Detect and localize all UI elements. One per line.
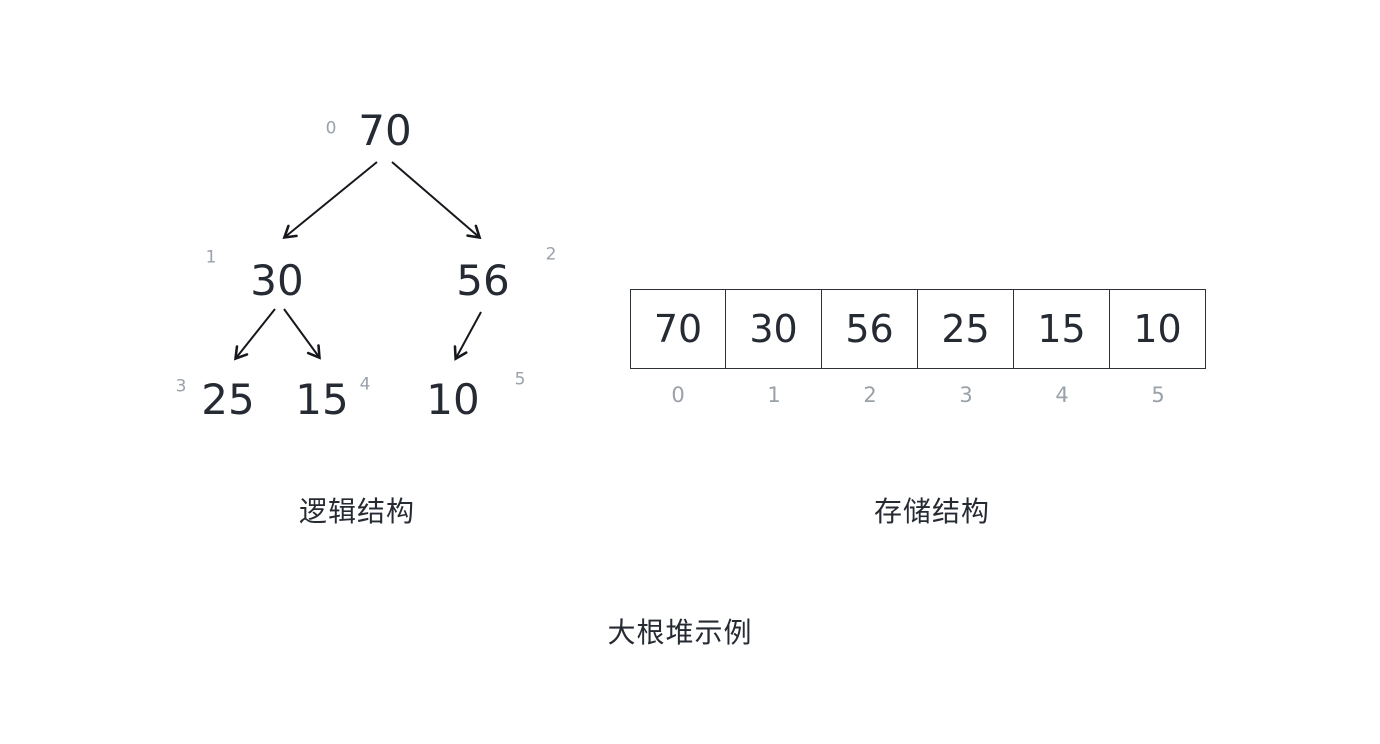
array-cell-3: 25 xyxy=(918,289,1014,369)
tree-edge-30-15 xyxy=(283,308,321,360)
array-cell-4: 15 xyxy=(1014,289,1110,369)
tree-node-3-index: 3 xyxy=(175,376,187,397)
tree-edge-70-56 xyxy=(391,161,482,240)
array-cell-1: 30 xyxy=(726,289,822,369)
tree-node-1-index: 1 xyxy=(205,247,217,268)
tree-node-2-index: 2 xyxy=(545,244,557,265)
array-cell-2: 56 xyxy=(822,289,918,369)
tree-node-5-index: 5 xyxy=(514,369,526,390)
tree-node-4-index: 4 xyxy=(359,374,371,395)
array-index-row: 0 1 2 3 4 5 xyxy=(630,383,1206,407)
array-cell-5-index: 5 xyxy=(1151,383,1165,407)
tree-node-5: 10 xyxy=(426,375,480,424)
tree-edge-56-10 xyxy=(453,311,482,361)
tree-node-1: 30 xyxy=(250,256,304,305)
diagram-title: 大根堆示例 xyxy=(607,616,753,649)
tree-edge-70-30 xyxy=(282,161,378,240)
array-cell-4-index: 4 xyxy=(1055,383,1069,407)
array-cell-5: 10 xyxy=(1110,289,1206,369)
array-cell-3-index: 3 xyxy=(959,383,973,407)
tree-section-label: 逻辑结构 xyxy=(298,495,416,528)
tree-node-0: 70 xyxy=(358,106,412,155)
tree-node-0-index: 0 xyxy=(325,118,337,139)
tree-edge-30-25 xyxy=(233,308,276,361)
array-cell-0-index: 0 xyxy=(671,383,685,407)
tree-node-2: 56 xyxy=(456,256,510,305)
array-section-label: 存储结构 xyxy=(873,495,991,528)
tree-node-3: 25 xyxy=(201,375,255,424)
array-cell-2-index: 2 xyxy=(863,383,877,407)
array-cell-0: 70 xyxy=(630,289,726,369)
array-structure: 70 30 56 25 15 10 0 1 2 3 4 5 xyxy=(630,289,1206,407)
tree-node-4: 15 xyxy=(295,375,349,424)
array-cells-row: 70 30 56 25 15 10 xyxy=(630,289,1206,369)
array-cell-1-index: 1 xyxy=(767,383,781,407)
